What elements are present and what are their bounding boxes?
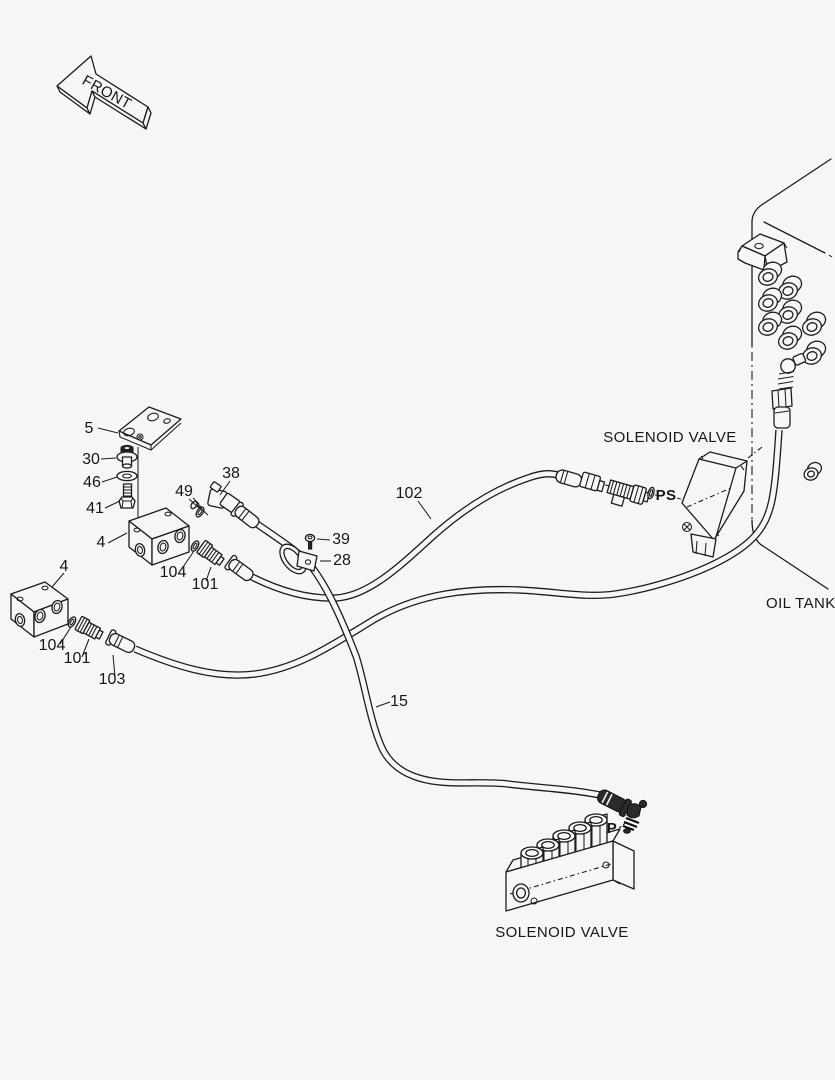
oil-tank-label: OIL TANK — [766, 595, 835, 612]
callout-30: 30 — [82, 451, 100, 468]
p-port-label: P — [607, 820, 617, 837]
tank-ports — [757, 261, 827, 365]
ps-port-label: PS — [656, 487, 677, 504]
solenoid-valve-bottom-label: SOLENOID VALVE — [495, 924, 628, 941]
oring-104-upper — [190, 540, 200, 552]
hose-103 — [133, 429, 783, 679]
valve-block-upper — [128, 507, 190, 566]
front-arrow: FRONT — [56, 55, 152, 130]
callout-104-upper: 104 — [160, 564, 187, 581]
callout-102: 102 — [396, 485, 423, 502]
callout-labels: 5 30 46 41 4 49 38 104 101 39 28 102 4 1… — [39, 420, 835, 941]
callout-49: 49 — [175, 483, 193, 500]
callout-104-lower: 104 — [39, 637, 66, 654]
washer — [116, 470, 138, 482]
solenoid-valve-top — [681, 446, 763, 558]
rubber-mount — [116, 444, 138, 469]
solenoid-valve-top-label: SOLENOID VALVE — [603, 429, 736, 446]
callout-38: 38 — [222, 465, 240, 482]
callout-103: 103 — [99, 671, 126, 688]
callout-4-upper: 4 — [97, 534, 106, 551]
callout-46: 46 — [83, 474, 101, 491]
leader-lines — [51, 427, 628, 829]
callout-39: 39 — [332, 531, 350, 548]
p-elbow — [622, 799, 648, 834]
valve-block-lower — [10, 581, 69, 638]
oil-tank — [737, 158, 833, 590]
p-fitting — [597, 789, 648, 834]
adapter-101-upper — [196, 539, 254, 582]
callout-28: 28 — [333, 552, 351, 569]
tank-bushing — [803, 461, 823, 481]
adapter-101-lower — [74, 615, 136, 654]
callout-101-lower: 101 — [64, 650, 91, 667]
callout-5: 5 — [85, 420, 94, 437]
screw-39 — [304, 533, 316, 550]
callout-15: 15 — [390, 693, 408, 710]
elbow-38 — [190, 481, 260, 529]
tank-elbow-fitting — [771, 352, 807, 429]
bracket-plate-assembly — [116, 406, 318, 582]
ps-adapter — [606, 479, 651, 507]
solenoid-valve-bottom — [505, 813, 635, 912]
hose-102 — [250, 470, 559, 602]
bolt — [118, 483, 136, 509]
oring-104-lower — [67, 616, 77, 628]
lower-block-assembly — [10, 581, 136, 654]
ps-fitting-train — [555, 469, 685, 507]
callout-41: 41 — [86, 500, 104, 517]
callout-101-upper: 101 — [192, 576, 219, 593]
callout-4-lower: 4 — [60, 558, 69, 575]
clamp-28 — [279, 543, 318, 575]
mounting-plate — [118, 406, 182, 451]
